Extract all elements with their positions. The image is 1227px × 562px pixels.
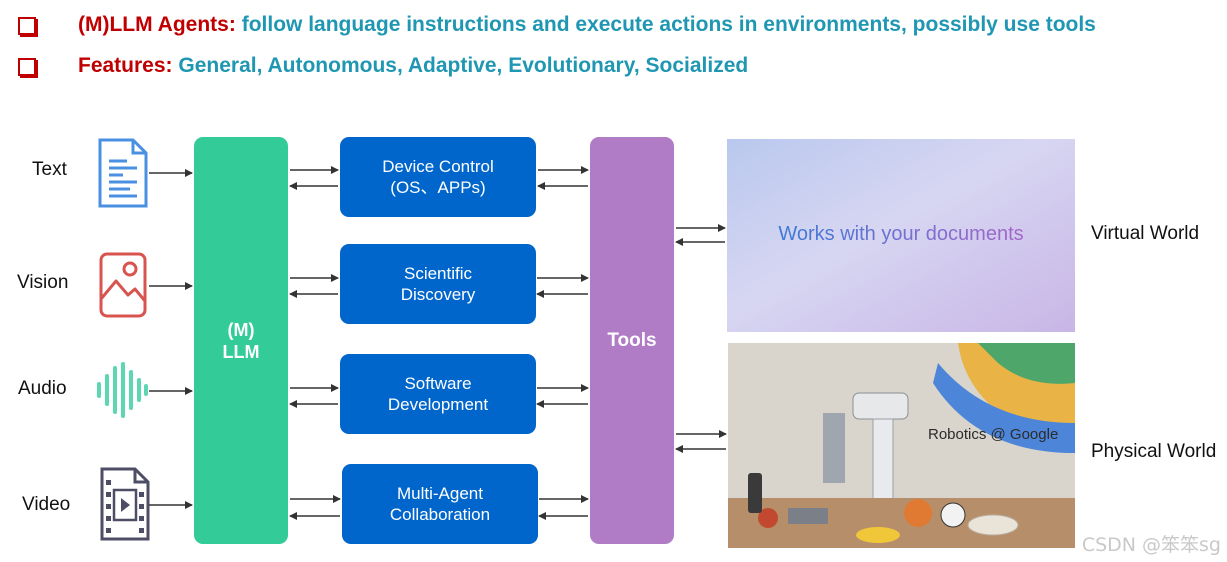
task-line2: Collaboration (389, 505, 491, 524)
input-label-text: Text (32, 159, 67, 180)
task-software-development: Software Development (340, 354, 536, 434)
task-line1: Device Control (382, 157, 494, 176)
bullet-features-text: General, Autonomous, Adaptive, Evolution… (178, 54, 749, 77)
document-icon (98, 138, 148, 208)
task-line1: Scientific (403, 264, 473, 283)
task-device-control: Device Control (OS、APPs) (340, 137, 536, 217)
bullet-agents-head: (M)LLM Agents: (78, 13, 236, 36)
input-label-video: Video (22, 494, 71, 515)
physical-world-image-text: Robotics @ Google (928, 426, 1058, 443)
image-icon (99, 252, 147, 318)
bullet-agents-text: follow language instructions and execute… (241, 13, 1096, 36)
llm-line1: (M) (227, 319, 255, 340)
virtual-world-image-text: Works with your documents (778, 223, 1023, 245)
virtual-world-label: Virtual World (1091, 223, 1200, 244)
bullet-features-head: Features: (78, 54, 173, 77)
task-line2: (OS、APPs) (390, 178, 486, 197)
checkbox-bullet-icon (18, 58, 36, 76)
tools-block: Tools (590, 137, 674, 544)
watermark: CSDN @笨笨sg (1081, 534, 1221, 556)
task-line2: Development (387, 395, 489, 414)
input-label-audio: Audio (18, 378, 67, 399)
tools-label: Tools (607, 329, 657, 351)
virtual-world-image: Works with your documents (727, 139, 1075, 332)
llm-line2: LLM (222, 341, 260, 362)
task-line1: Multi-Agent (397, 484, 483, 503)
task-line1: Software (404, 374, 472, 393)
llm-block: (M) LLM (194, 137, 288, 544)
task-line2: Discovery (400, 285, 476, 304)
waveform-icon (97, 362, 148, 418)
task-scientific-discovery: Scientific Discovery (340, 244, 536, 324)
video-file-icon (100, 467, 150, 541)
task-multi-agent-collaboration: Multi-Agent Collaboration (342, 464, 538, 544)
physical-world-image: Robotics @ Google (728, 343, 1075, 548)
checkbox-bullet-icon (18, 17, 36, 35)
input-label-vision: Vision (17, 272, 69, 293)
physical-world-label: Physical World (1091, 441, 1217, 462)
